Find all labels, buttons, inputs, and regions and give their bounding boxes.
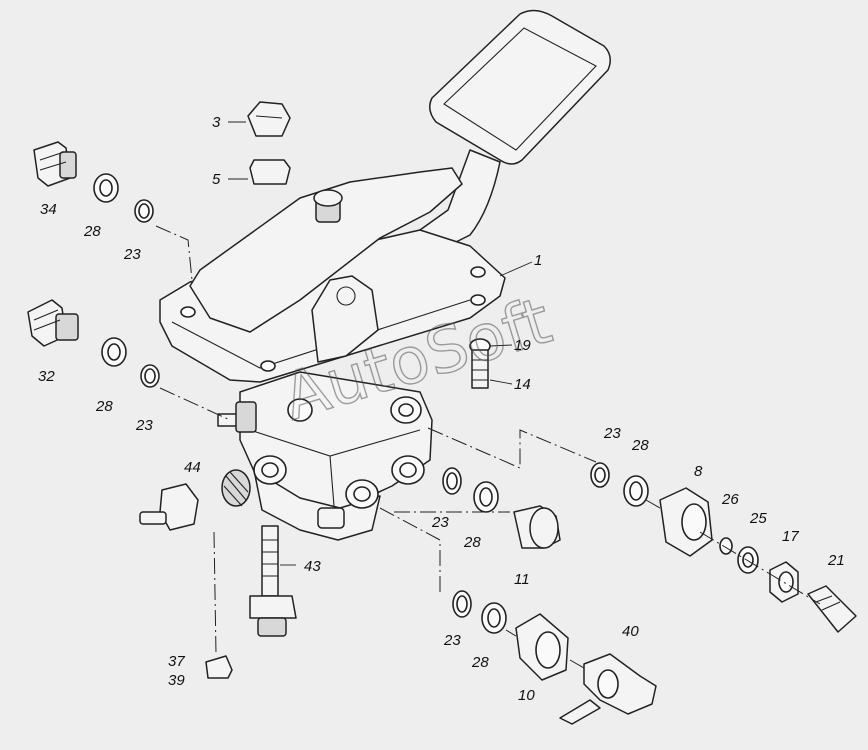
nut-17 — [769, 561, 799, 603]
callout-17: 17 — [782, 528, 799, 545]
washer-23a — [134, 199, 154, 223]
valve-body — [217, 371, 433, 541]
pedal-bracket — [311, 275, 379, 363]
valve-lower-body — [253, 469, 381, 541]
callout-28: 28 — [471, 654, 489, 671]
callout-5: 5 — [212, 171, 221, 188]
valve-40 — [559, 653, 657, 725]
plug-11 — [513, 505, 561, 549]
callout-labels: 34 28 23 3 5 1 32 28 23 19 14 44 43 23 2… — [38, 114, 845, 704]
washer-28a — [93, 173, 119, 203]
callout-11: 11 — [514, 571, 530, 588]
callout-23: 23 — [431, 514, 449, 531]
filter-44 — [221, 469, 251, 507]
washer-28c — [473, 481, 499, 513]
callout-14: 14 — [514, 376, 531, 393]
callout-23: 23 — [443, 632, 461, 649]
callout-28: 28 — [463, 534, 481, 551]
coupling-8 — [659, 487, 713, 557]
callout-23: 23 — [603, 425, 621, 442]
callout-26: 26 — [721, 491, 739, 508]
callout-25: 25 — [749, 510, 767, 527]
callout-28: 28 — [631, 437, 649, 454]
washer-28b — [101, 337, 127, 367]
fitting-34 — [33, 141, 77, 187]
washer-23b — [140, 364, 160, 388]
washer-23d — [590, 462, 610, 488]
callout-23: 23 — [135, 417, 153, 434]
callout-39: 39 — [168, 672, 185, 689]
washer-5 — [249, 159, 291, 185]
coupling-10 — [515, 613, 569, 681]
bolt-43 — [249, 525, 297, 637]
cap-37 — [205, 655, 233, 679]
callout-40: 40 — [622, 623, 639, 640]
pedal-assembly — [159, 9, 611, 383]
callout-37: 37 — [168, 653, 185, 670]
washer-25 — [737, 546, 759, 574]
pedal-cover — [189, 167, 463, 333]
callout-32: 32 — [38, 368, 55, 385]
callout-10: 10 — [518, 687, 535, 704]
washer-28d — [623, 475, 649, 507]
fitting-21 — [807, 585, 857, 633]
pedal-pad — [429, 9, 611, 165]
callout-21: 21 — [827, 552, 845, 569]
callout-34: 34 — [40, 201, 57, 218]
nut-3 — [247, 101, 291, 137]
callout-43: 43 — [304, 558, 321, 575]
callout-1: 1 — [534, 252, 542, 269]
breather-plug — [139, 483, 199, 531]
washer-28e — [481, 602, 507, 634]
leader-lines — [228, 121, 533, 566]
callout-28: 28 — [83, 223, 101, 240]
callout-44: 44 — [184, 459, 201, 476]
ring-26 — [719, 537, 733, 555]
washer-23e — [452, 590, 472, 618]
callout-3: 3 — [212, 114, 221, 131]
screw-14 — [469, 338, 491, 389]
callout-23: 23 — [123, 246, 141, 263]
callout-28: 28 — [95, 398, 113, 415]
fitting-32 — [27, 299, 79, 347]
washer-23c — [442, 467, 462, 495]
callout-19: 19 — [514, 337, 531, 354]
callout-8: 8 — [694, 463, 703, 480]
assembly-lines — [155, 225, 821, 669]
